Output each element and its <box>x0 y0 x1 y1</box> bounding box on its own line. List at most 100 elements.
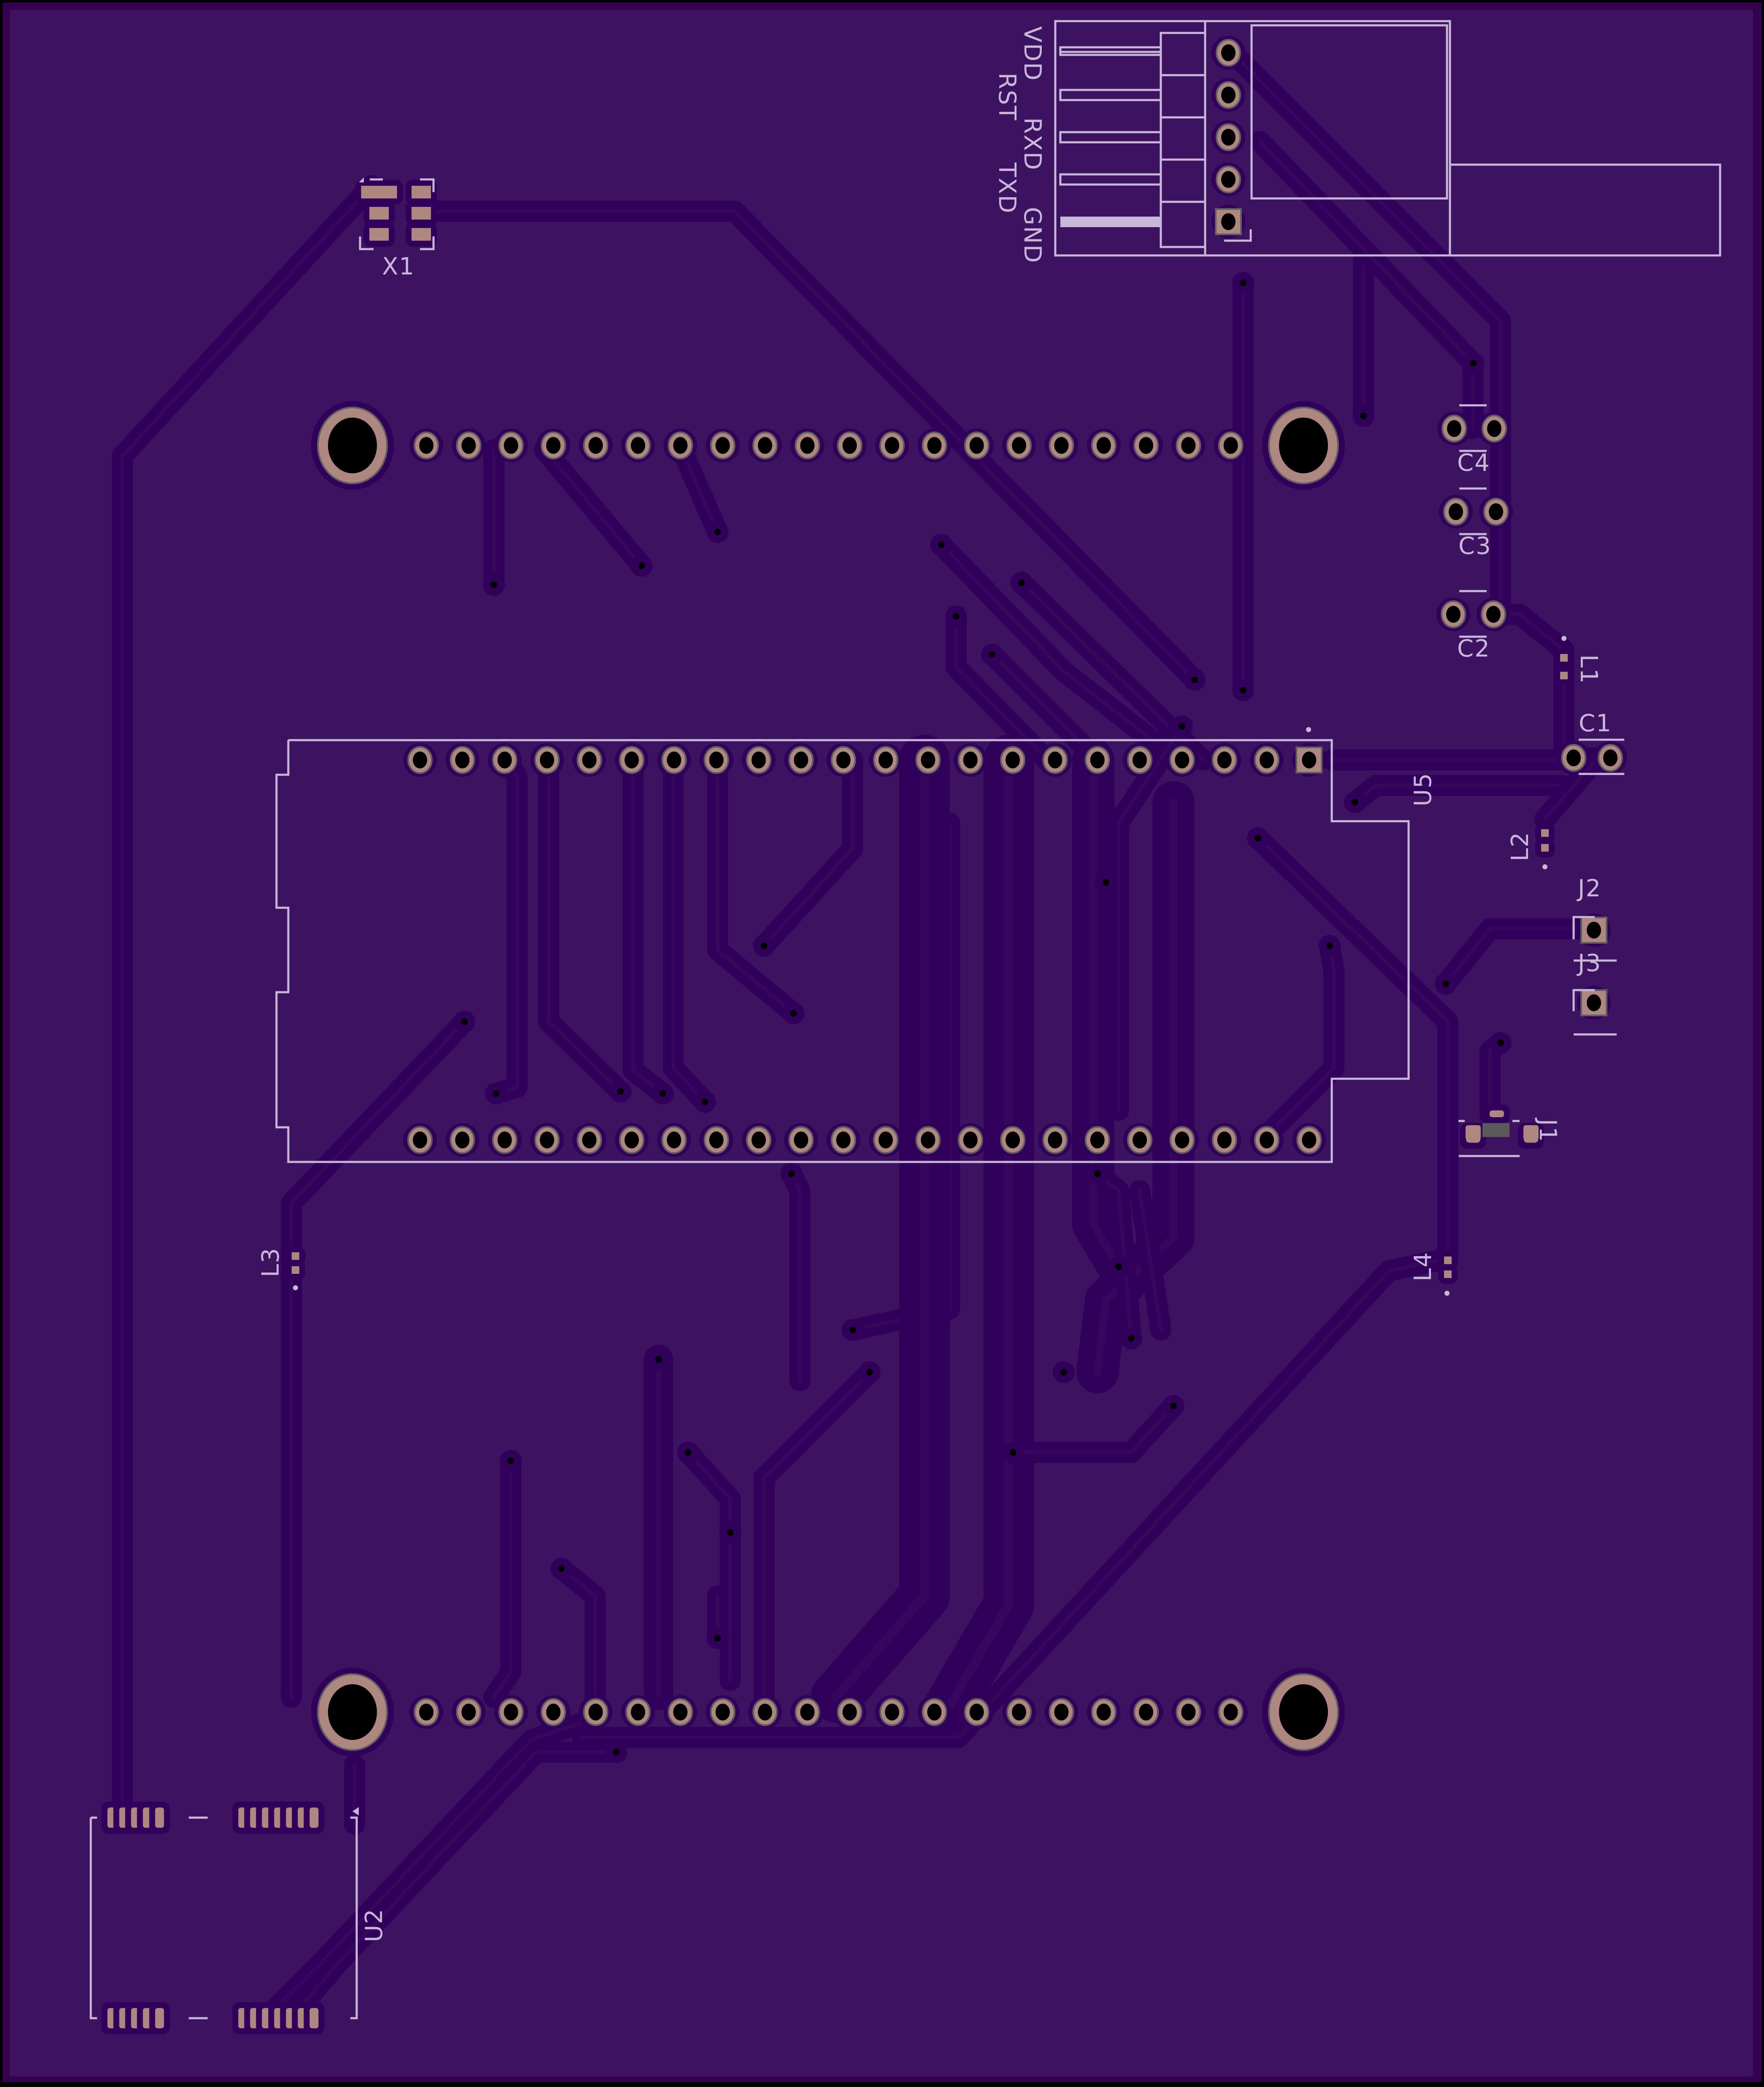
pad-drill <box>878 752 893 768</box>
copper-trace-core <box>547 758 623 1094</box>
copper-trace-core <box>424 209 1197 682</box>
pad-drill <box>588 437 603 454</box>
label-u2: U2 <box>360 1908 388 1942</box>
via-drill <box>493 1090 499 1097</box>
ftdi-label-rst: RST <box>993 73 1021 121</box>
pad-drill <box>1566 749 1581 766</box>
copper-trace-core <box>492 1459 513 1699</box>
copper-trace-core <box>120 184 374 1818</box>
via-drill <box>1128 1335 1135 1342</box>
pad-drill <box>751 752 766 768</box>
silk-outline <box>1059 131 1162 144</box>
smd-pad <box>412 186 431 198</box>
pad-drill <box>1486 606 1501 623</box>
pad-drill <box>1090 1132 1105 1148</box>
pad-drill <box>709 1132 724 1148</box>
pad-drill <box>1447 420 1461 437</box>
label-l3: L3 <box>257 1247 285 1277</box>
pin1-marker <box>1444 1291 1450 1296</box>
via-drill <box>617 1088 624 1095</box>
pad-drill <box>419 437 434 454</box>
smd-pad <box>412 207 431 220</box>
smd-pad <box>1490 1110 1504 1117</box>
copper-trace-core <box>264 1721 585 2020</box>
pad-drill <box>1587 994 1601 1011</box>
pad-drill <box>1012 1704 1027 1721</box>
smd-pad <box>1541 844 1549 852</box>
pad-drill <box>800 437 815 454</box>
via-drill <box>938 541 945 548</box>
ftdi-pin-labels: VDD RST RXD TXD GND <box>993 26 1046 263</box>
smd-pad <box>1444 1257 1452 1264</box>
pad-drill <box>1133 752 1147 768</box>
pad-drill <box>1587 922 1601 939</box>
via-drill <box>1255 835 1261 841</box>
pad-drill <box>927 437 942 454</box>
pad-drill <box>715 1704 730 1721</box>
pad-drill <box>836 752 851 768</box>
pad-drill <box>1054 437 1069 454</box>
ftdi-label-rxd: RXD <box>1019 117 1046 171</box>
via-drill <box>1103 879 1109 886</box>
label-j3: J3 <box>1577 950 1601 977</box>
pad-drill <box>1054 1704 1069 1721</box>
copper-trace-core <box>289 1020 466 1699</box>
pad-drill <box>1221 44 1236 61</box>
silkscreen-layer <box>89 20 1721 2019</box>
copper-trace-core <box>1268 944 1336 1134</box>
via-drill <box>702 1099 708 1105</box>
pad-drill <box>1302 752 1317 768</box>
pad-drill <box>963 752 978 768</box>
pad-drill <box>794 1132 808 1148</box>
pad-drill <box>631 437 645 454</box>
pad-drill <box>1221 171 1236 188</box>
via-drill <box>638 562 645 569</box>
pad-drill <box>1221 87 1236 103</box>
via-drill <box>1360 413 1367 419</box>
via-drill <box>953 613 959 620</box>
silk-outline <box>1059 173 1162 186</box>
smd-pad <box>361 186 397 198</box>
pad-drill <box>504 437 518 454</box>
smd-pad <box>369 207 389 220</box>
pad-drill <box>667 1132 681 1148</box>
via-drill <box>1170 1403 1177 1409</box>
pad-drill <box>1260 752 1274 768</box>
ftdi-label-vdd: VDD <box>1019 26 1046 81</box>
copper-trace-core <box>289 1750 618 2020</box>
pad-drill <box>1133 1132 1147 1148</box>
smd-pad <box>292 1252 299 1260</box>
via-drill <box>461 1018 468 1025</box>
copper-trace-core <box>542 448 644 568</box>
pad-drill <box>715 437 730 454</box>
pad-drill <box>885 437 900 454</box>
pad-drill <box>758 1704 772 1721</box>
copper-trace-core <box>945 755 1013 1710</box>
pad-drill <box>800 1704 815 1721</box>
pad-drill <box>588 1704 603 1721</box>
pad-drill <box>1449 503 1463 520</box>
copper-trace-core <box>1089 756 1122 1270</box>
mount-hole-drill <box>1279 1684 1328 1740</box>
copper-trace-core <box>671 758 707 1104</box>
copper-trace-core <box>686 1450 732 1683</box>
silk-outline <box>1449 163 1721 257</box>
pad-drill <box>836 1132 851 1148</box>
pad-drill <box>758 437 772 454</box>
pad-drill <box>539 1132 554 1148</box>
via-drill <box>1240 687 1246 694</box>
pad-drill <box>667 752 681 768</box>
via-drill <box>659 1090 666 1097</box>
smd-pad <box>369 228 389 241</box>
pad-drill <box>1096 437 1111 454</box>
silk-outline <box>420 236 435 250</box>
via-drill <box>1191 676 1198 683</box>
pin1-marker <box>1306 727 1311 732</box>
silk-outline <box>350 1816 358 2019</box>
pad-drill <box>673 1704 688 1721</box>
copper-trace-core <box>1444 927 1593 986</box>
via-drill <box>507 1457 514 1464</box>
label-c1: C1 <box>1579 710 1612 737</box>
via-drill <box>714 1635 721 1642</box>
silk-outline <box>275 739 1410 1163</box>
